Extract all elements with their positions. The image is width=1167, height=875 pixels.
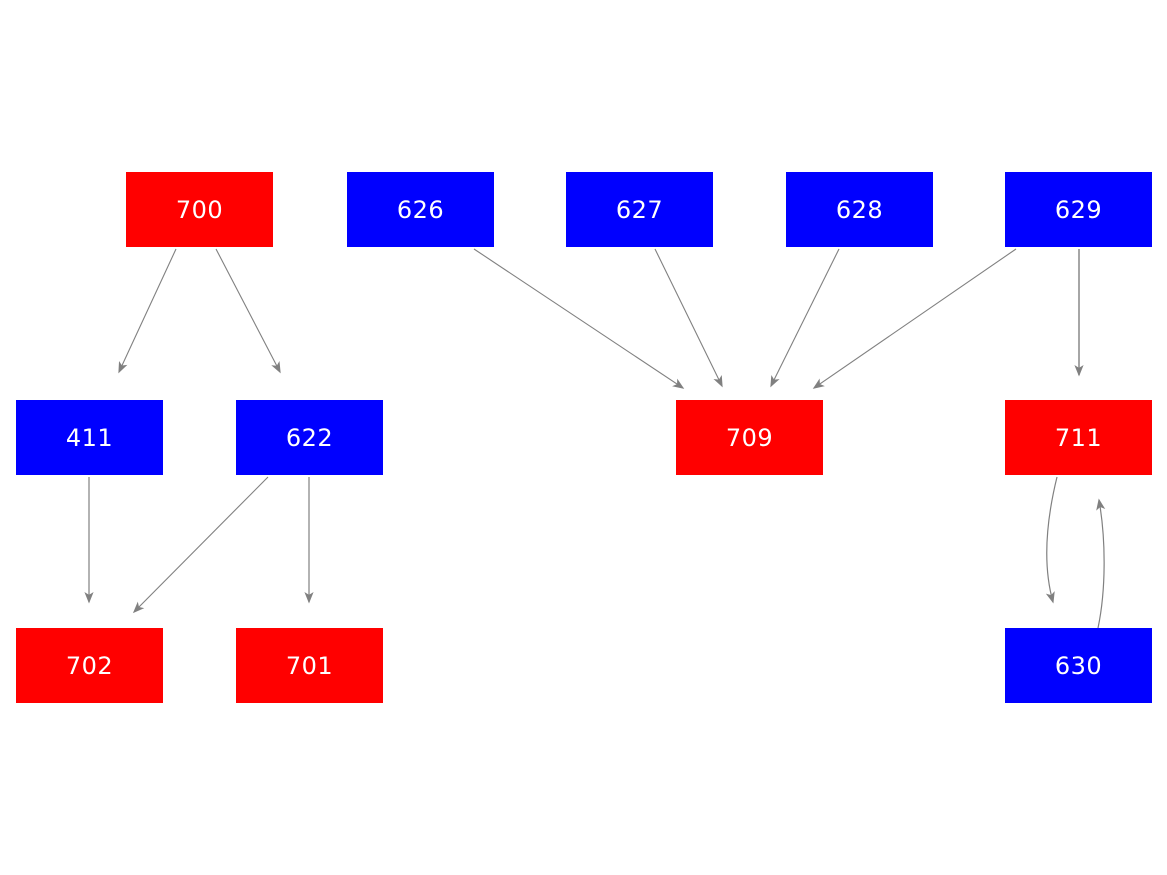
graph-node-702[interactable]: 702 bbox=[16, 628, 163, 703]
node-label-711: 711 bbox=[1054, 423, 1103, 452]
node-label-411: 411 bbox=[65, 423, 114, 452]
edge-627-709 bbox=[654, 248, 723, 388]
edge-700-622 bbox=[215, 248, 281, 374]
graph-node-628[interactable]: 628 bbox=[786, 172, 933, 247]
node-label-628: 628 bbox=[835, 195, 884, 224]
node-label-709: 709 bbox=[725, 423, 774, 452]
node-label-627: 627 bbox=[615, 195, 664, 224]
edge-622-702 bbox=[132, 476, 269, 614]
edge-628-709 bbox=[770, 248, 840, 388]
graph-node-709[interactable]: 709 bbox=[676, 400, 823, 475]
edge-629-709 bbox=[812, 248, 1017, 389]
graph-node-411[interactable]: 411 bbox=[16, 400, 163, 475]
edge-626-709 bbox=[473, 248, 685, 389]
edge-700-411 bbox=[118, 248, 177, 374]
node-label-629: 629 bbox=[1054, 195, 1103, 224]
graph-node-622[interactable]: 622 bbox=[236, 400, 383, 475]
graph-node-627[interactable]: 627 bbox=[566, 172, 713, 247]
graph-node-711[interactable]: 711 bbox=[1005, 400, 1152, 475]
node-label-700: 700 bbox=[175, 195, 224, 224]
graph-node-701[interactable]: 701 bbox=[236, 628, 383, 703]
node-label-622: 622 bbox=[285, 423, 334, 452]
node-label-626: 626 bbox=[396, 195, 445, 224]
node-label-701: 701 bbox=[285, 651, 334, 680]
graph-node-626[interactable]: 626 bbox=[347, 172, 494, 247]
edge-711-630 bbox=[1045, 476, 1058, 604]
node-label-702: 702 bbox=[65, 651, 114, 680]
node-label-630: 630 bbox=[1054, 651, 1103, 680]
graph-node-630[interactable]: 630 bbox=[1005, 628, 1152, 703]
edge-630-711 bbox=[1096, 498, 1106, 629]
graph-node-700[interactable]: 700 bbox=[126, 172, 273, 247]
graph-node-629[interactable]: 629 bbox=[1005, 172, 1152, 247]
